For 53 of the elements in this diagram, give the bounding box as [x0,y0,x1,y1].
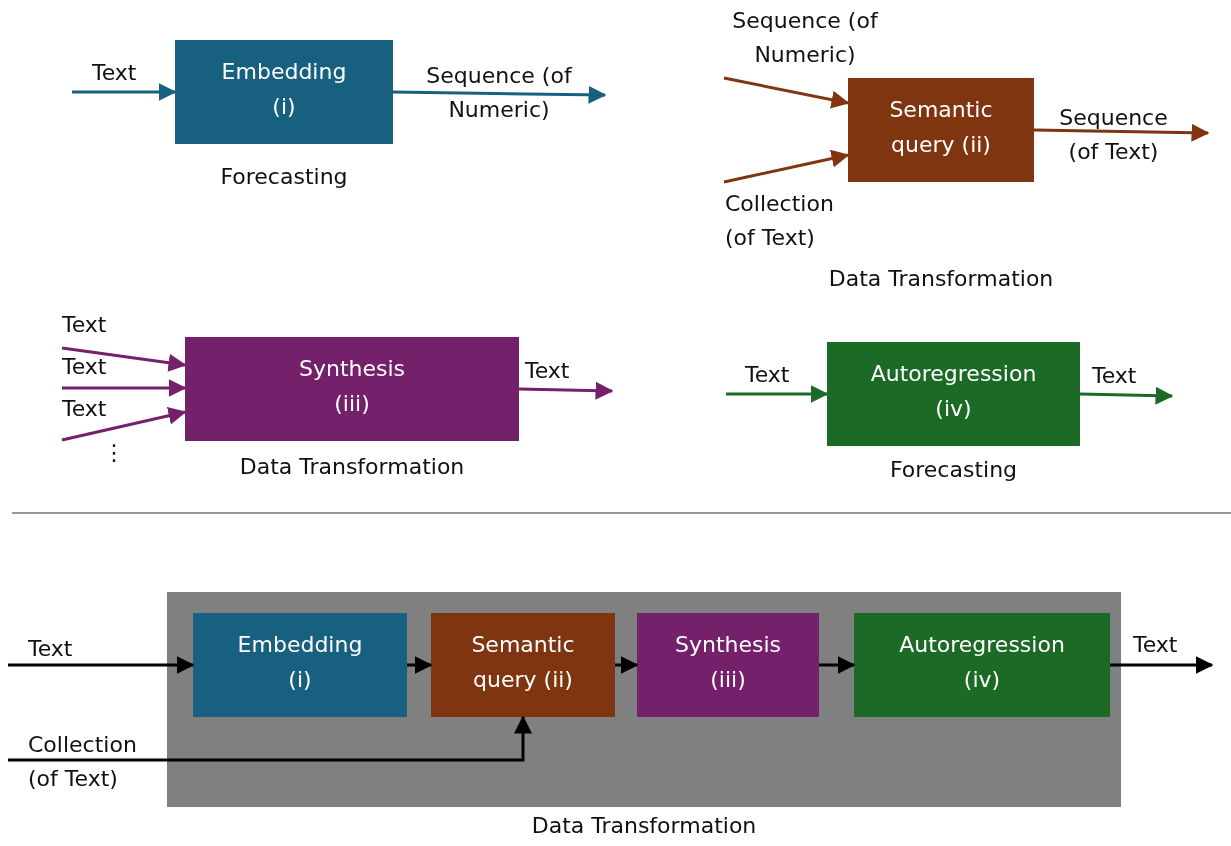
edge-label: Sequence (of Text) [1058,104,1169,166]
box-label: Embedding (i) [236,631,364,694]
process-box [175,40,393,144]
box-label: Synthesis (iii) [673,631,783,694]
arrow [72,83,177,101]
edge-label: Text [1133,631,1179,659]
process-box [193,613,407,717]
arrow [8,656,195,674]
process-box [827,342,1080,446]
arrow [61,406,187,442]
stage-caption: Forecasting [220,163,348,191]
arrow [726,385,829,403]
edge-label: Sequence (of Numeric) [731,7,880,69]
box-label: Semantic query (ii) [888,96,994,159]
arrow [407,656,433,674]
arrow [518,381,614,400]
box-label: Autoregression (iv) [898,631,1066,694]
stage-caption: Forecasting [889,456,1018,484]
box-label: Synthesis (iii) [297,355,407,418]
arrow [615,656,639,674]
stage-caption: Data Transformation [531,812,757,840]
arrow [8,715,532,762]
edge-label: Text [28,635,74,663]
arrow [1033,123,1210,142]
box-label: Embedding (i) [220,58,348,121]
edge-label: Collection (of Text) [28,731,138,793]
edge-label: Collection (of Text) [725,190,835,252]
group-panel [167,592,1121,807]
process-box [848,78,1034,182]
arrow [819,656,856,674]
edge-label: Text [62,353,108,381]
arrow [723,76,850,109]
arrow [1079,386,1174,405]
edge-label: Text [1092,362,1138,390]
arrow [392,85,607,104]
box-label: Autoregression (iv) [869,360,1038,423]
process-box [431,613,615,717]
arrow [61,346,187,372]
edge-label: Text [62,311,108,339]
process-box [854,613,1110,717]
process-box [637,613,819,717]
edge-label: Sequence (of Numeric) [425,62,574,124]
box-label: Semantic query (ii) [470,631,576,694]
edge-label: Text [92,59,138,87]
ellipsis-mark: ⋮ [103,439,125,467]
arrow [723,149,850,184]
arrow [1110,656,1214,674]
edge-label: Text [525,357,571,385]
process-box [185,337,519,441]
stage-caption: Data Transformation [828,265,1054,293]
edge-label: Text [62,395,108,423]
arrow [62,379,187,397]
stage-caption: Data Transformation [239,453,465,481]
